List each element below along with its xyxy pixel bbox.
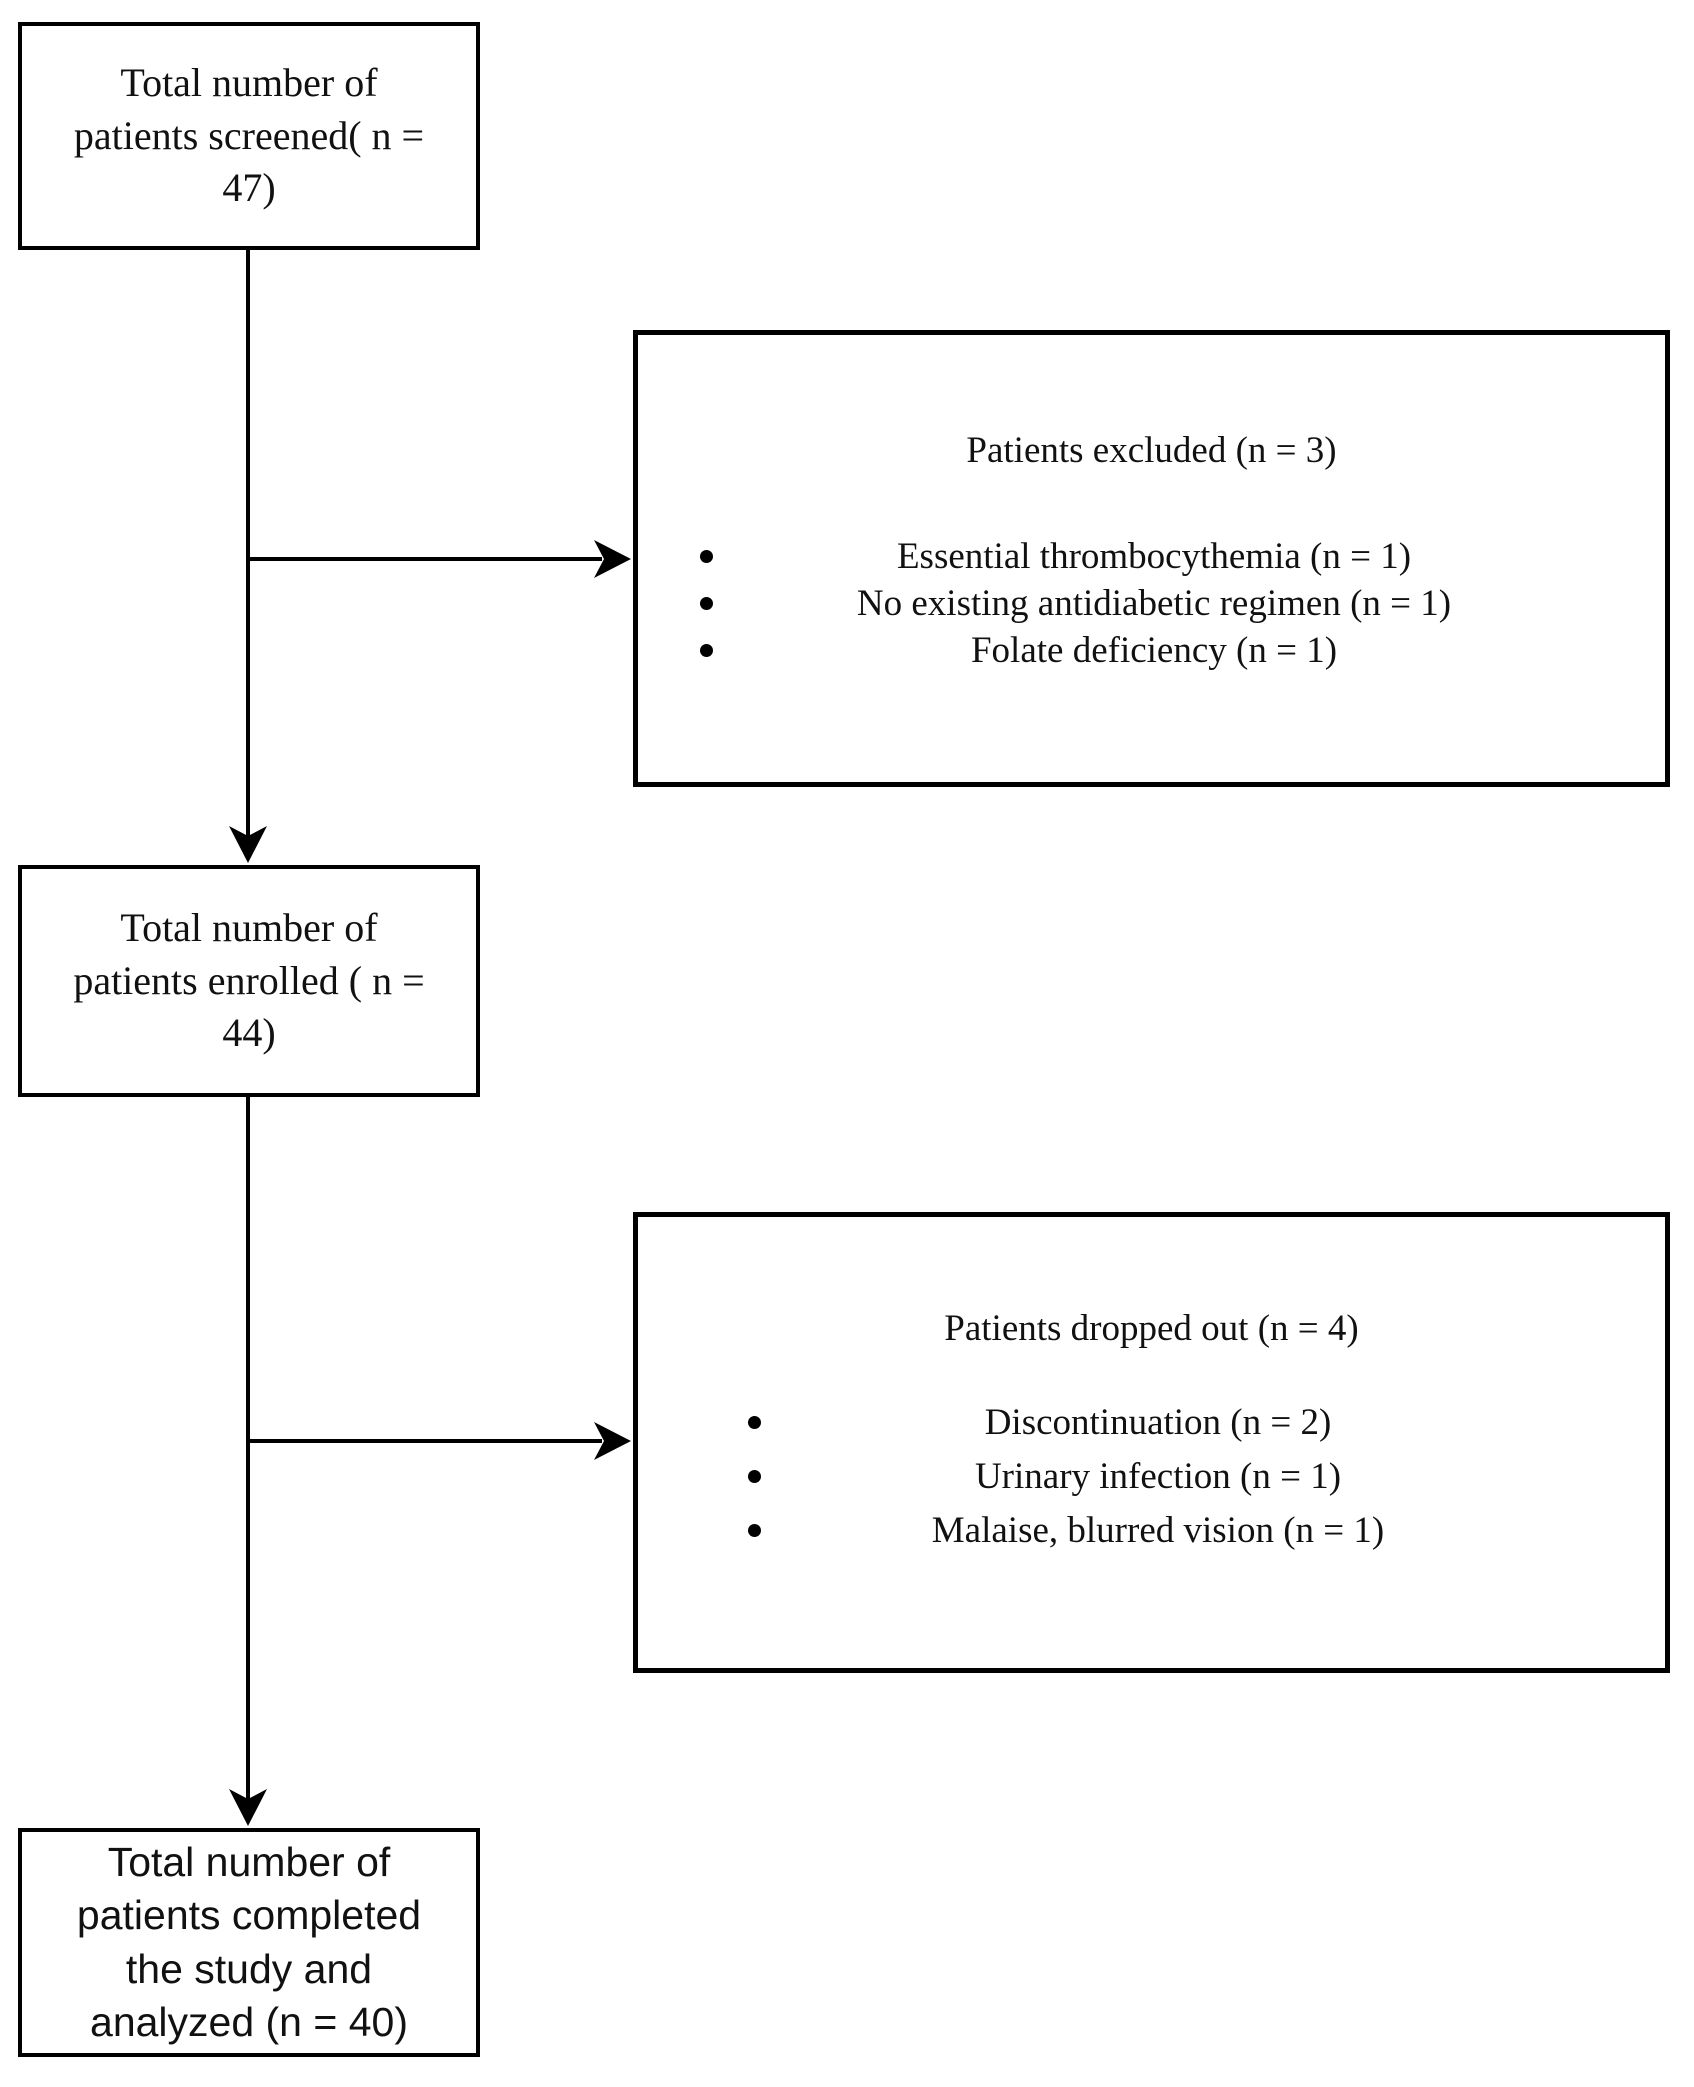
bullet-icon <box>748 1415 761 1429</box>
box-patients-excluded-title: Patients excluded (n = 3) <box>966 430 1337 471</box>
bullet-icon <box>748 1469 761 1483</box>
list-item-label: Urinary infection (n = 1) <box>974 1455 1342 1497</box>
list-item: Urinary infection (n = 1) <box>638 1449 1665 1503</box>
list-item: No existing antidiabetic regimen (n = 1) <box>638 580 1665 627</box>
list-item-label: No existing antidiabetic regimen (n = 1) <box>856 583 1452 624</box>
arrowhead-right-excluded <box>594 540 631 578</box>
bullet-icon <box>748 1523 761 1537</box>
excluded-reasons-list: Essential thrombocythemia (n = 1) No exi… <box>638 533 1665 674</box>
list-item-label: Folate deficiency (n = 1) <box>970 630 1338 671</box>
list-item-label: Malaise, blurred vision (n = 1) <box>931 1509 1385 1551</box>
arrowhead-down-enrolled <box>229 826 267 863</box>
box-patients-excluded: Patients excluded (n = 3) Essential thro… <box>633 330 1670 787</box>
box-patients-screened: Total number of patients screened( n = 4… <box>18 22 480 250</box>
arrowhead-right-dropped <box>594 1422 631 1460</box>
box-patients-screened-text: Total number of patients screened( n = 4… <box>73 59 425 211</box>
bullet-icon <box>700 644 713 657</box>
box-patients-dropped-out: Patients dropped out (n = 4) Discontinua… <box>633 1212 1670 1673</box>
box-patients-completed-text: Total number of patients completed the s… <box>76 1838 422 2045</box>
arrowhead-down-completed <box>229 1789 267 1826</box>
bullet-icon <box>700 597 713 610</box>
dropout-reasons-list: Discontinuation (n = 2) Urinary infectio… <box>638 1395 1665 1557</box>
list-item: Discontinuation (n = 2) <box>638 1395 1665 1449</box>
list-item: Folate deficiency (n = 1) <box>638 627 1665 674</box>
bullet-icon <box>700 550 713 563</box>
list-item: Malaise, blurred vision (n = 1) <box>638 1503 1665 1557</box>
list-item: Essential thrombocythemia (n = 1) <box>638 533 1665 580</box>
box-patients-completed: Total number of patients completed the s… <box>18 1828 480 2057</box>
box-patients-enrolled: Total number of patients enrolled ( n = … <box>18 865 480 1097</box>
box-patients-dropped-out-title: Patients dropped out (n = 4) <box>944 1308 1359 1349</box>
list-item-label: Discontinuation (n = 2) <box>984 1401 1332 1443</box>
box-patients-enrolled-text: Total number of patients enrolled ( n = … <box>73 904 425 1056</box>
list-item-label: Essential thrombocythemia (n = 1) <box>896 536 1412 577</box>
